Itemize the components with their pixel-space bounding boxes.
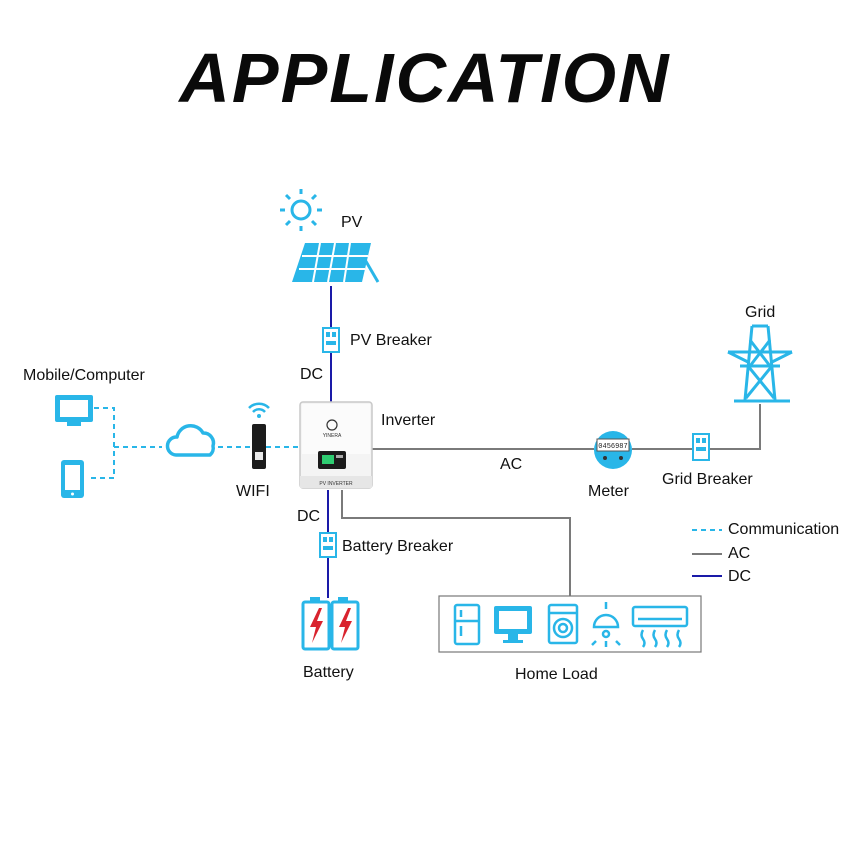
sun-icon <box>280 189 322 231</box>
fridge-icon <box>453 603 481 646</box>
battery-label: Battery <box>303 664 354 681</box>
dc-label-bottom: DC <box>297 508 321 525</box>
cloud-icon <box>165 424 216 457</box>
inverter-icon <box>299 401 373 489</box>
inverter-brand-text: YINERA <box>323 433 342 439</box>
comm-line-monitor <box>90 407 115 479</box>
phone-icon <box>61 460 84 498</box>
ac-line-home-load <box>341 490 571 596</box>
pv-breaker-label: PV Breaker <box>350 332 432 349</box>
meter-label: Meter <box>588 483 629 500</box>
ac-label: AC <box>500 456 523 473</box>
grid-breaker-icon <box>692 433 710 461</box>
grid-label: Grid <box>745 304 776 321</box>
battery-breaker-label: Battery Breaker <box>342 538 454 555</box>
battery-icon <box>301 597 360 651</box>
meter-icon <box>594 431 632 469</box>
air-conditioner-icon <box>631 605 689 648</box>
legend-label-ac: AC <box>728 545 751 562</box>
battery-breaker-icon <box>319 532 337 558</box>
mobile-computer-label: Mobile/Computer <box>23 367 145 384</box>
pv-breaker-icon <box>322 327 340 353</box>
tv-icon <box>494 606 532 643</box>
inverter-label: Inverter <box>381 412 436 429</box>
grid-breaker-label: Grid Breaker <box>662 471 753 488</box>
meter-display-text: 0456987 <box>598 443 627 451</box>
page-title: APPLICATION <box>179 39 671 117</box>
solar-panel-icon <box>292 242 380 283</box>
wifi-dongle-icon <box>248 402 270 469</box>
inverter-model-text: PV INVERTER <box>319 481 353 487</box>
transmission-tower-icon <box>727 324 793 403</box>
bulb-icon <box>591 602 621 647</box>
dc-label-top: DC <box>300 366 324 383</box>
washing-machine-icon <box>547 603 579 645</box>
pv-label: PV <box>341 214 363 231</box>
ac-line-grid <box>632 404 761 450</box>
legend-label-communication: Communication <box>728 521 840 538</box>
monitor-icon <box>55 395 93 426</box>
home-load-label: Home Load <box>515 666 598 683</box>
legend-label-dc: DC <box>728 568 752 585</box>
wifi-label: WIFI <box>236 483 270 500</box>
